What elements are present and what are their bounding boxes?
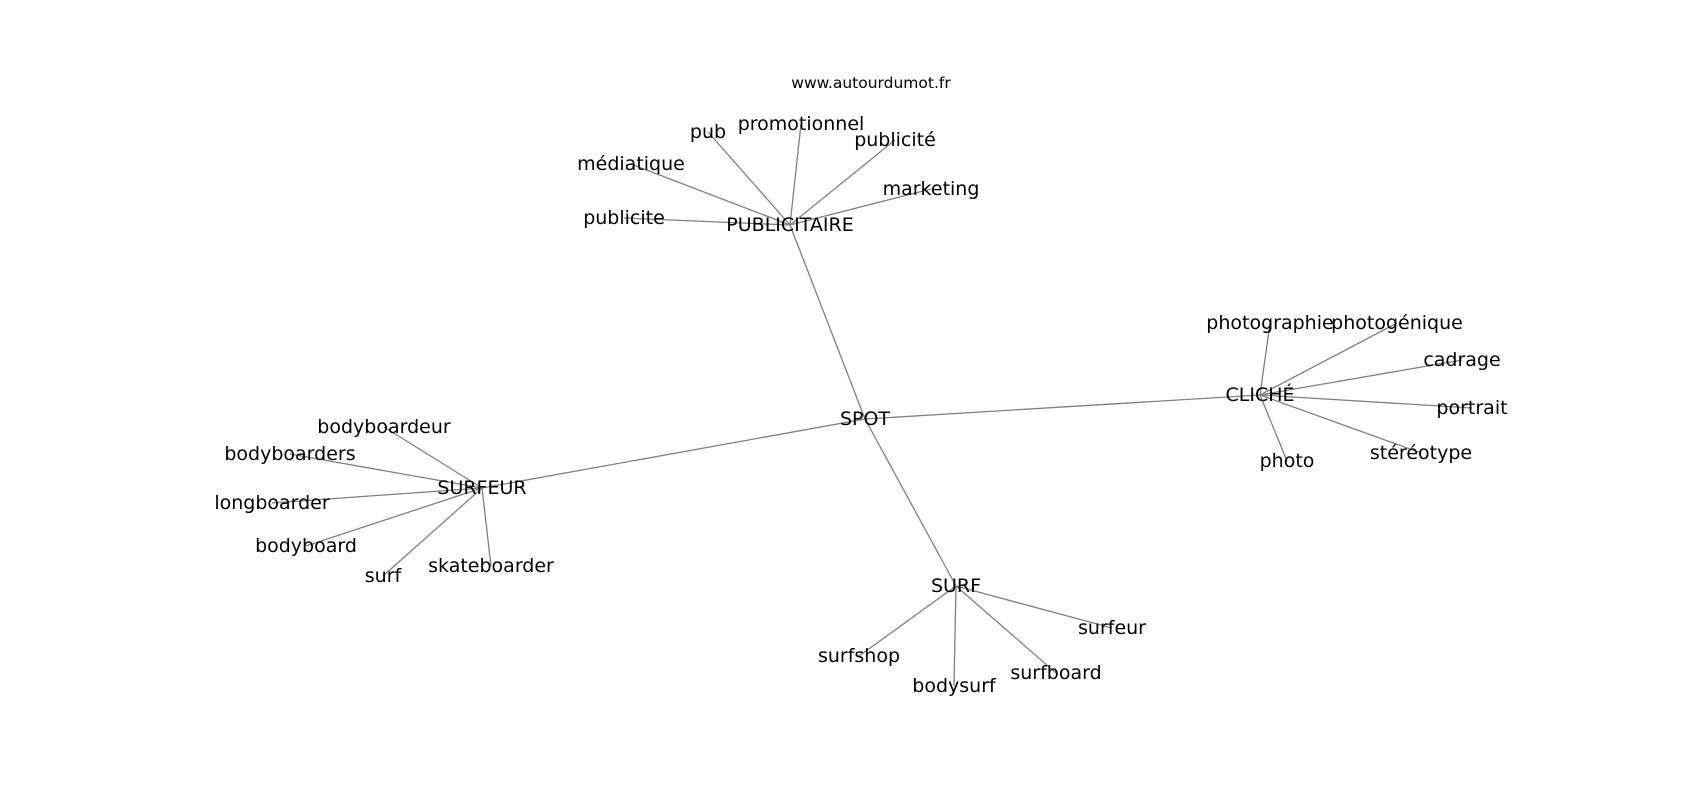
edge-cliche-stereotype	[1259, 394, 1422, 454]
leaf-node-pub: pub	[690, 121, 726, 143]
leaf-node-cadrage: cadrage	[1423, 349, 1500, 371]
edge-surfeur-longboarder	[271, 487, 483, 504]
edge-center-surf	[864, 418, 957, 587]
edge-surfeur-skateboarder	[481, 487, 492, 567]
edge-cliche-photographie	[1259, 322, 1271, 396]
leaf-node-bodyboard: bodyboard	[255, 535, 357, 557]
hub-node-publicitaire: PUBLICITAIRE	[726, 214, 853, 236]
leaf-node-marketing: marketing	[883, 178, 980, 200]
leaf-node-longboarder: longboarder	[214, 492, 330, 514]
leaf-node-portrait: portrait	[1436, 397, 1507, 419]
leaf-node-publicite: publicite	[583, 207, 665, 229]
edge-surfeur-bodyboard	[305, 487, 483, 547]
edge-publicitaire-marketing	[789, 188, 932, 226]
edge-publicitaire-mediatique	[630, 163, 791, 226]
leaf-node-surfboard: surfboard	[1010, 662, 1101, 684]
leaf-node-mediatique: médiatique	[577, 153, 685, 175]
edge-surf-bodysurf	[953, 585, 957, 687]
edge-surfeur-bodyboardeur	[383, 426, 483, 489]
leaf-node-stereotype: stéréotype	[1370, 442, 1472, 464]
edges-layer	[271, 123, 1473, 687]
edge-cliche-photogenique	[1259, 322, 1398, 396]
edge-center-publicitaire	[789, 224, 866, 420]
leaf-node-publicite: publicité	[854, 129, 936, 151]
leaf-node-bodyboarders: bodyboarders	[224, 443, 355, 465]
labels-layer: www.autourdumot.fr SPOT PUBLICITAIRE promo…	[214, 74, 1507, 697]
leaf-node-photo: photo	[1260, 450, 1315, 472]
leaf-node-bodyboardeur: bodyboardeur	[317, 416, 451, 438]
hub-node-surf: SURF	[931, 575, 981, 597]
edge-cliche-cadrage	[1259, 359, 1463, 396]
edge-center-surfeur	[481, 418, 866, 489]
source-watermark: www.autourdumot.fr	[791, 74, 951, 92]
edge-cliche-photo	[1259, 394, 1288, 462]
leaf-node-surf: surf	[365, 565, 403, 587]
edge-publicitaire-pub	[707, 131, 791, 226]
hub-node-surfeur: SURFEUR	[437, 477, 526, 499]
leaf-node-surfshop: surfshop	[818, 645, 900, 667]
leaf-node-photogenique: photogénique	[1331, 312, 1463, 334]
edge-surf-surfshop	[858, 585, 957, 657]
leaf-node-surfeur: surfeur	[1078, 617, 1146, 639]
edge-publicitaire-publicite	[623, 217, 791, 226]
leaf-node-skateboarder: skateboarder	[428, 555, 554, 577]
edge-center-cliche	[864, 394, 1261, 420]
leaf-node-promotionnel: promotionnel	[738, 113, 865, 135]
edge-surf-surfeur	[955, 585, 1113, 629]
edge-surf-surfboard	[955, 585, 1057, 674]
edge-publicitaire-promotionnel	[789, 123, 802, 226]
center-node-label: SPOT	[840, 408, 890, 430]
edge-surfeur-surf	[382, 487, 483, 577]
edge-surfeur-bodyboarders	[289, 453, 483, 489]
leaf-node-bodysurf: bodysurf	[912, 675, 997, 697]
edge-publicitaire-publicite	[789, 139, 896, 226]
hub-node-cliche: CLICHÉ	[1225, 383, 1294, 406]
edge-cliche-portrait	[1259, 394, 1473, 409]
leaf-node-photographie: photographie	[1206, 312, 1333, 334]
